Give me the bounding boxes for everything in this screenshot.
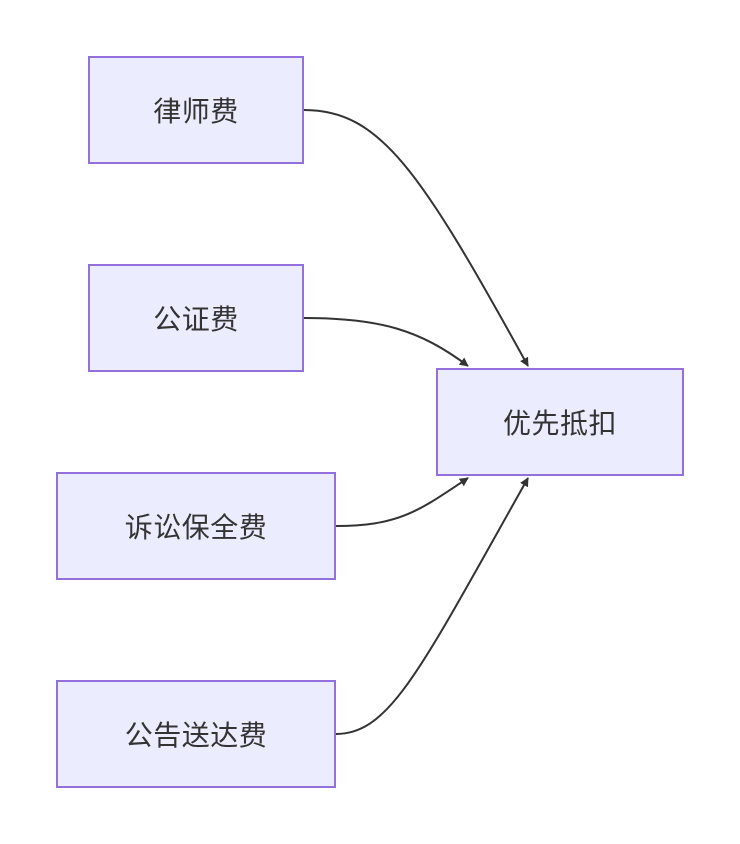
node-notary-fee: 公证费 <box>88 264 304 372</box>
node-priority-offset: 优先抵扣 <box>436 368 684 476</box>
node-label: 诉讼保全费 <box>124 511 268 544</box>
node-lawyer-fee: 律师费 <box>88 56 304 164</box>
node-preservation-fee: 诉讼保全费 <box>56 472 336 580</box>
node-label: 公证费 <box>153 303 239 336</box>
node-label: 优先抵扣 <box>502 407 617 440</box>
edge-notary-to-priority <box>303 317 469 367</box>
edge-lawyer-to-priority <box>303 109 529 367</box>
edge-preservation-to-priority <box>335 477 469 527</box>
node-label: 公告送达费 <box>124 719 268 752</box>
edge-notice-to-priority <box>335 477 529 735</box>
node-label: 律师费 <box>153 95 239 128</box>
node-notice-fee: 公告送达费 <box>56 680 336 788</box>
